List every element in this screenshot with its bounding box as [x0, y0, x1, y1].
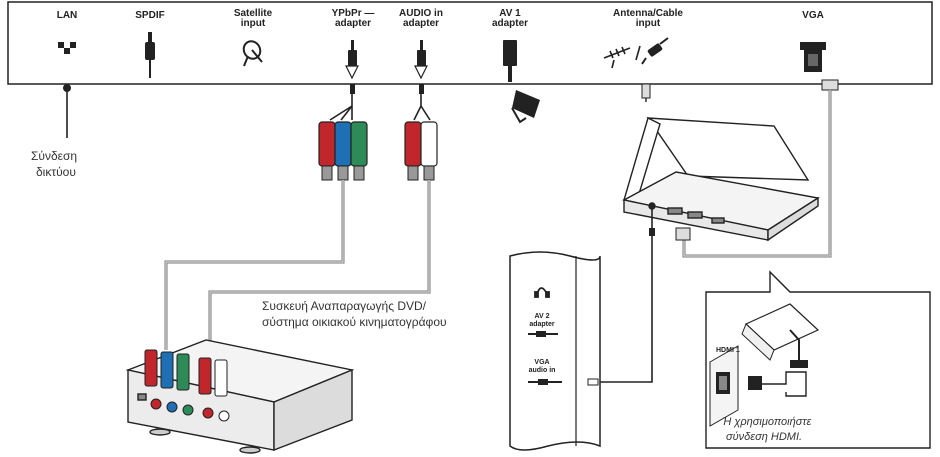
tv-side-panel — [509, 251, 601, 451]
dvd-cables — [164, 180, 431, 350]
network-connection-label-line2: δικτύου — [36, 165, 76, 179]
port-label-audio-in-line2: adapter — [403, 18, 439, 29]
port-label-satellite-line1: Satellite — [234, 8, 273, 19]
laptop-audio-cable — [596, 206, 655, 383]
mini-jack-icon — [345, 40, 359, 80]
port-label-ypbpr-line1: YPbPr — — [332, 8, 375, 19]
lan-cable — [63, 84, 71, 138]
port-label-ypbpr-line2: adapter — [335, 18, 371, 29]
scart-plug-icon — [511, 90, 540, 124]
port-label-av1-line1: AV 1 — [499, 8, 521, 19]
vga-audio-label-line2: audio in — [529, 367, 556, 374]
port-label-spdif: SPDIF — [135, 10, 164, 21]
port-label-satellite-line2: input — [241, 18, 266, 29]
vga-audio-jack-icon — [528, 378, 599, 386]
port-label-audio-in-line1: AUDIO in — [399, 8, 443, 19]
dvd-rear-jacks — [150, 398, 230, 422]
lan-port-icon — [58, 42, 76, 54]
ypbpr-adapter-cable — [329, 84, 355, 121]
av2-label-line2: adapter — [529, 321, 555, 328]
dvd-label-line1: Συσκευή Αναπαραγωγής DVD/ — [262, 299, 427, 313]
port-label-lan: LAN — [57, 10, 78, 21]
vga-cable — [675, 79, 839, 258]
port-label-av1-line2: adapter — [492, 18, 528, 29]
laptop-illustration — [621, 116, 820, 242]
ypbpr-component-plugs — [318, 121, 368, 181]
hdmi-port-label: HDMI 1 — [716, 347, 740, 354]
dvd-connected-plugs — [144, 349, 228, 397]
port-label-antenna-line1: Antenna/Cable — [613, 8, 683, 19]
audio-rca-plugs — [404, 121, 438, 181]
antenna-cable-plug — [641, 83, 651, 102]
hdmi-note-line1: Ή χρησιμοποιήστε — [722, 416, 811, 428]
av2-label-line1: AV 2 — [534, 313, 549, 320]
cable-plug-icon — [641, 37, 669, 65]
hdmi-callout — [705, 270, 931, 449]
vga-audio-label-line1: VGA — [534, 359, 549, 366]
port-label-vga: VGA — [802, 10, 824, 21]
dvd-label-line2: σύστημα οικιακού κινηματογράφου — [262, 315, 447, 329]
av2-jack-icon — [528, 331, 558, 337]
tv-back-panel — [7, 1, 933, 85]
av1-jack-icon — [503, 40, 517, 82]
headphone-icon — [534, 287, 550, 298]
satellite-dish-icon — [242, 40, 263, 67]
vga-plug-icon — [800, 42, 826, 72]
network-connection-label-line1: Σύνδεση — [31, 149, 77, 163]
antenna-icon — [603, 45, 641, 69]
audio-in-adapter-cable — [413, 84, 431, 121]
port-label-antenna-line2: input — [636, 18, 661, 29]
mini-jack-icon — [414, 40, 428, 80]
hdmi-note-line2: σύνδεση HDMI. — [726, 431, 802, 443]
rca-plug-icon — [145, 32, 155, 78]
